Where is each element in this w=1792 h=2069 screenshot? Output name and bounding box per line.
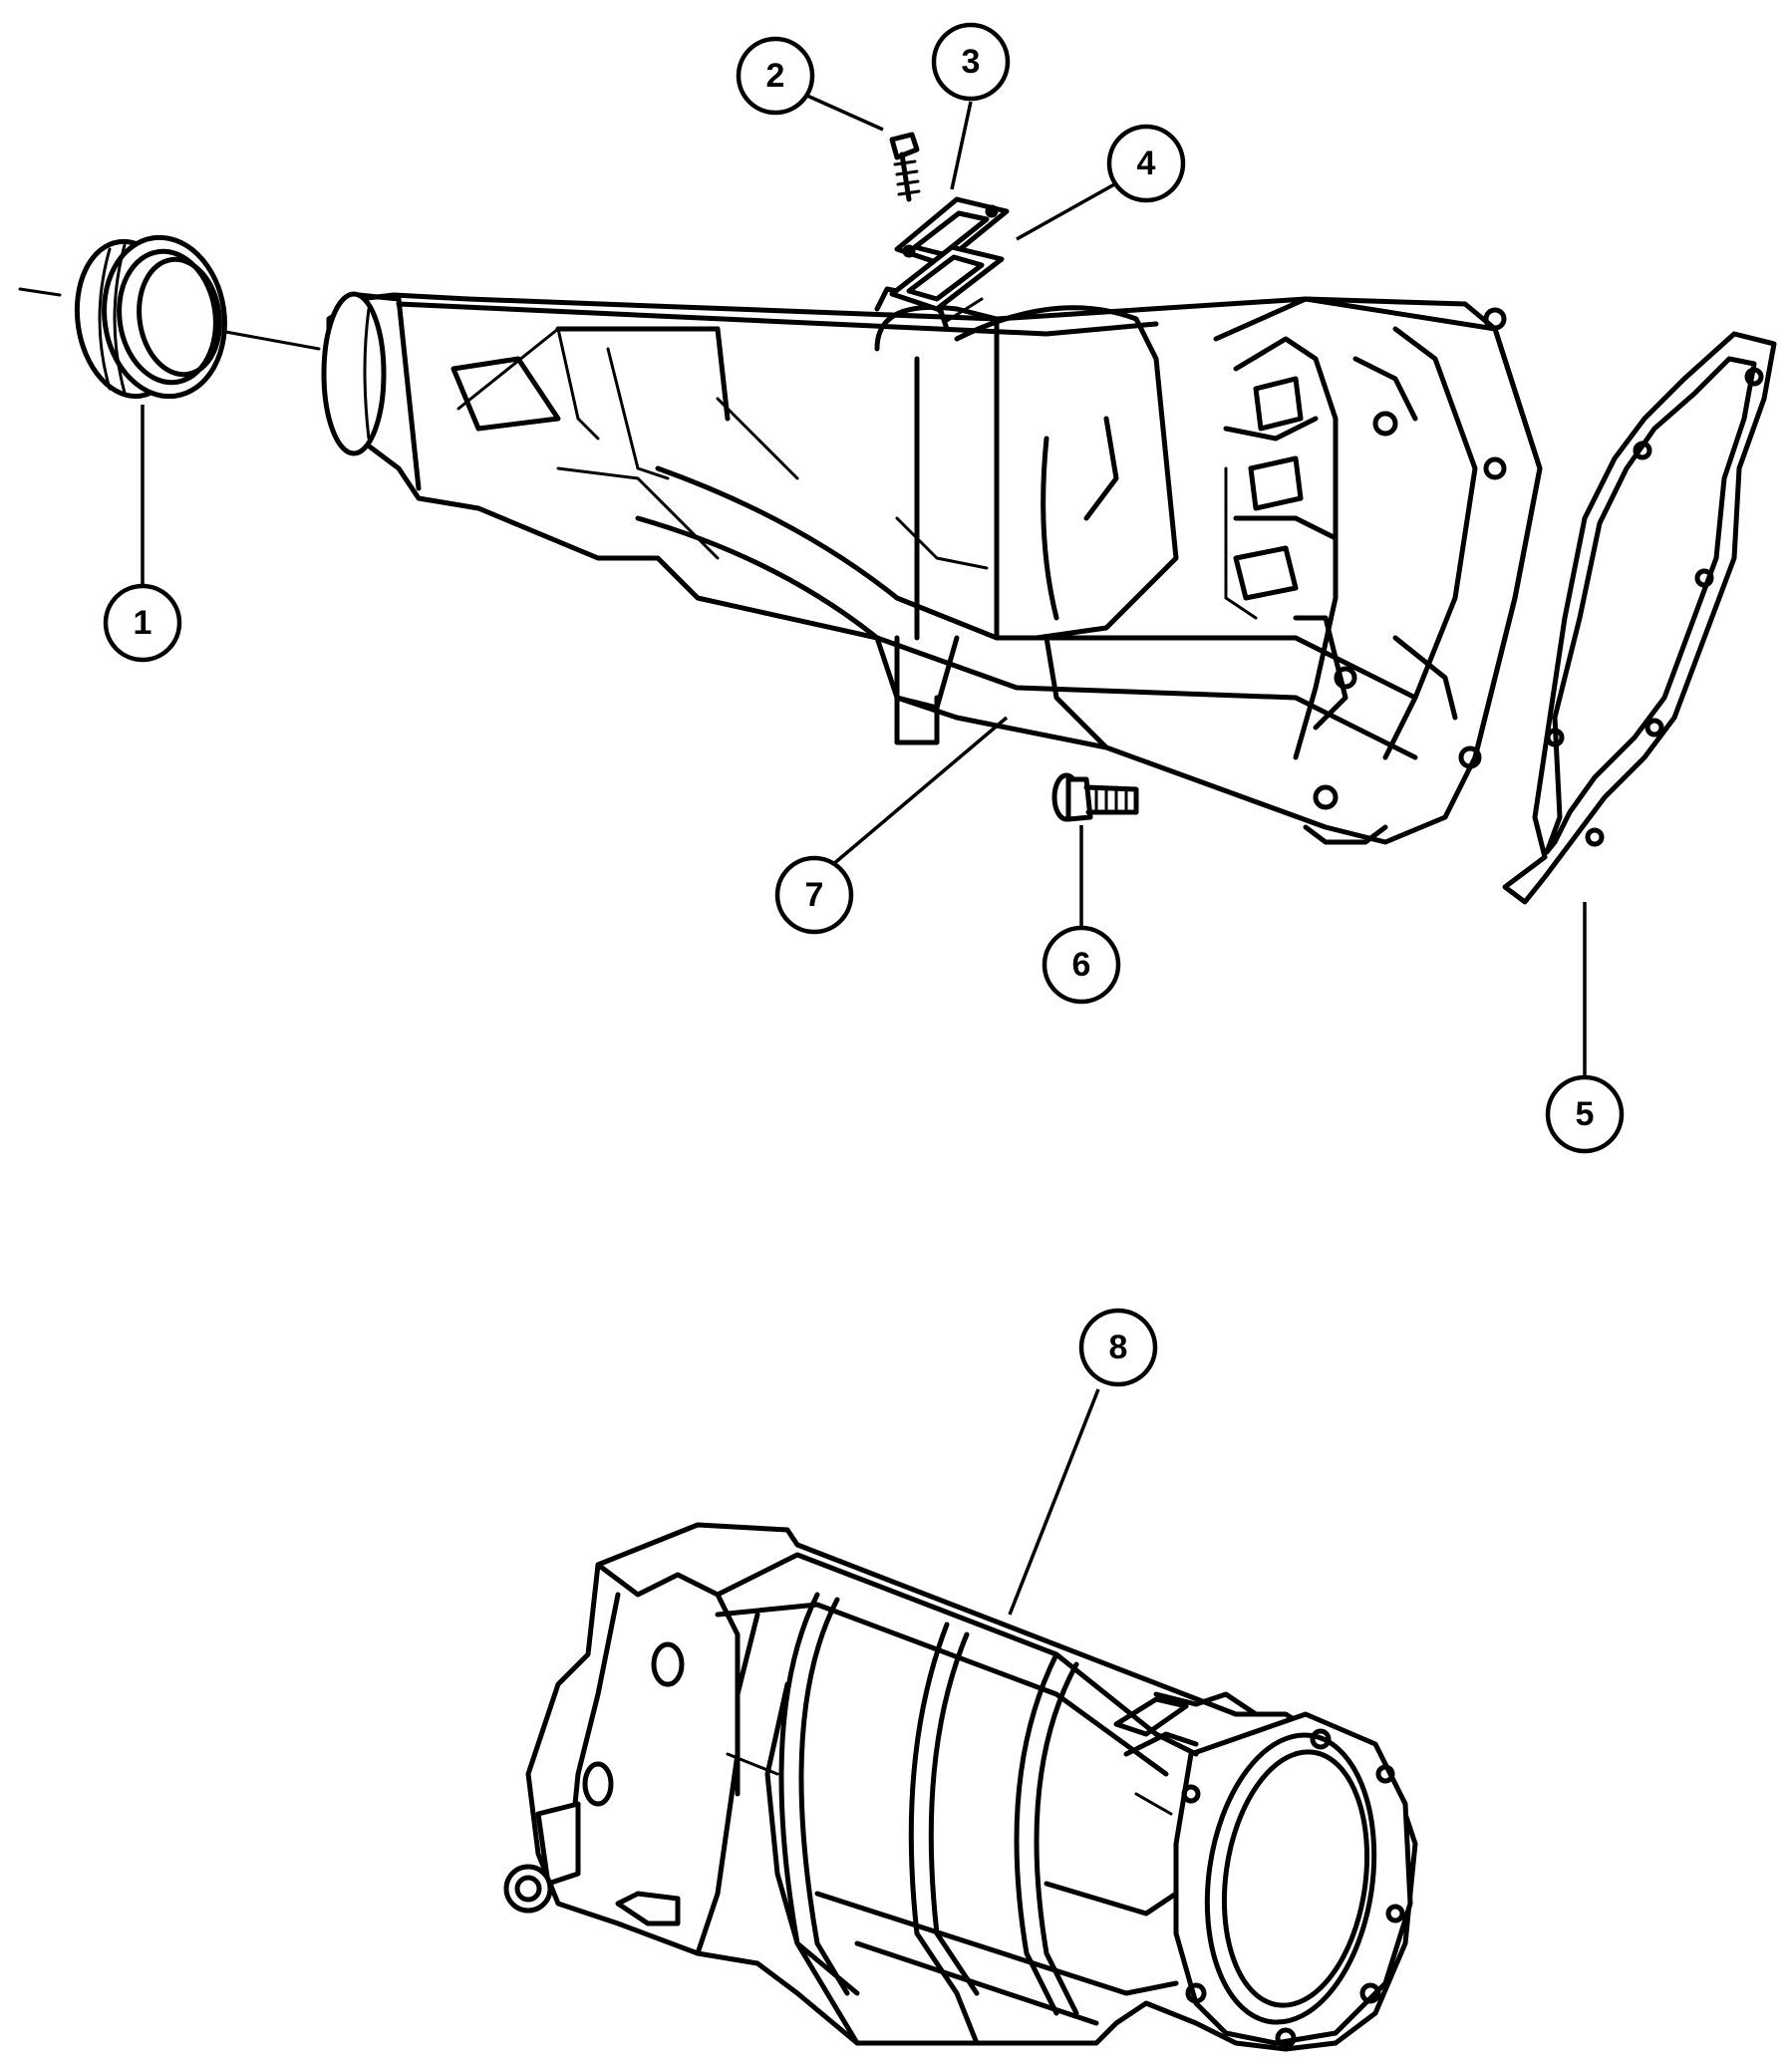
callout-5-label: 5 — [1576, 1095, 1595, 1133]
part-5-gasket — [1502, 331, 1777, 905]
callout-7-label: 7 — [805, 876, 824, 914]
callout-3: 3 — [931, 22, 1011, 102]
callout-2: 2 — [736, 36, 815, 116]
callout-2-label: 2 — [766, 57, 785, 95]
callout-1-label: 1 — [134, 604, 152, 642]
part-1-seal — [18, 234, 321, 400]
part-6-flange-bolt — [1051, 772, 1139, 822]
part-4-gasket — [889, 244, 1005, 323]
callout-3-label: 3 — [962, 43, 981, 81]
callout-4: 4 — [1106, 124, 1186, 203]
part-8-adapter-housing — [503, 1522, 1418, 2052]
part-3-cover-plate — [894, 196, 1010, 267]
callout-6: 6 — [1042, 925, 1121, 1005]
callout-7: 7 — [774, 855, 854, 935]
callout-5: 5 — [1545, 1074, 1625, 1154]
callout-4-label: 4 — [1137, 145, 1156, 182]
callout-6-label: 6 — [1072, 946, 1091, 984]
callout-8-label: 8 — [1109, 1329, 1128, 1366]
leader-lines — [141, 94, 1587, 1616]
callout-1: 1 — [103, 583, 182, 663]
part-2-bolt — [889, 132, 921, 202]
part-7-extension-housing — [321, 286, 1543, 845]
callout-8: 8 — [1078, 1308, 1158, 1387]
